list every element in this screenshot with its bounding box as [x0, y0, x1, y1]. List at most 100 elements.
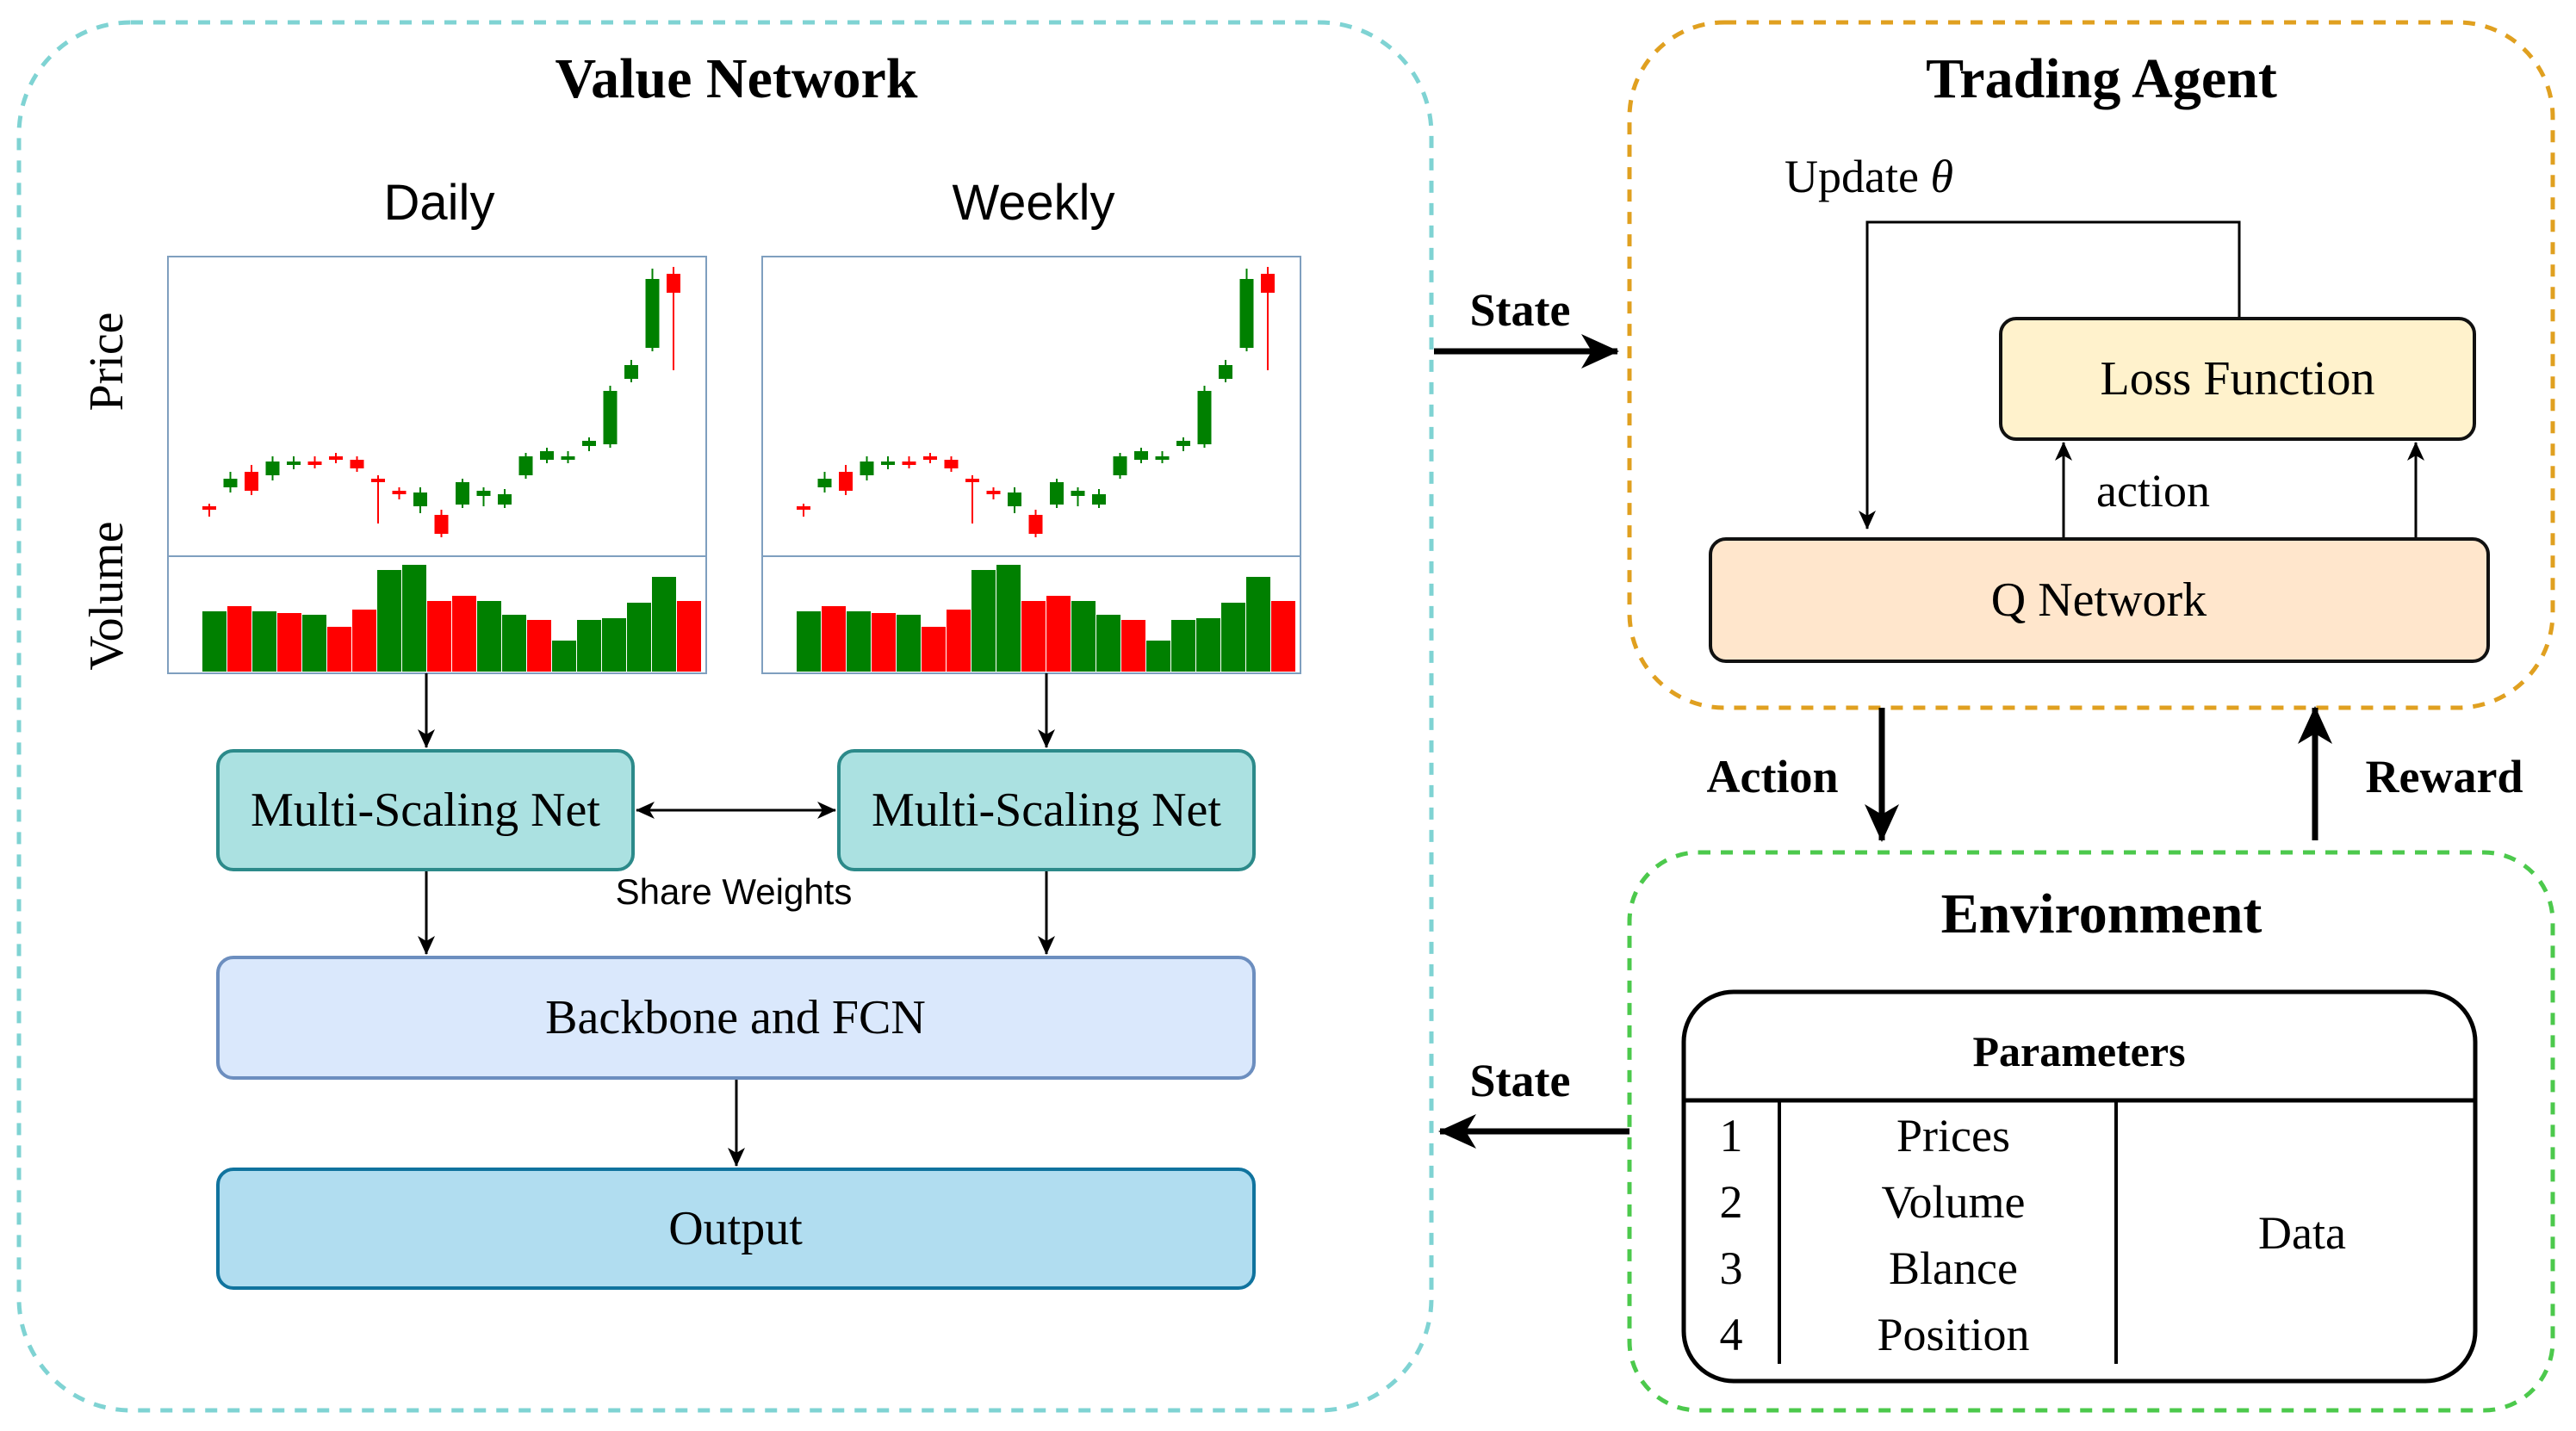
data-label: Data	[2258, 1207, 2346, 1259]
update-path-arrow	[1859, 220, 2241, 530]
reward-label: Reward	[2366, 751, 2523, 802]
daily-candlestick-chart	[167, 256, 707, 674]
weekly-candle-body	[881, 462, 895, 465]
weekly-volume-bar	[797, 611, 821, 672]
weekly-label: Weekly	[952, 175, 1114, 231]
param-row-2-name: Volume	[1881, 1176, 2025, 1228]
multi-scaling-net-right-label: Multi-Scaling Net	[872, 784, 1221, 837]
daily-volume-bar	[652, 577, 676, 672]
weekly-volume-bar	[847, 611, 871, 672]
parameters-table	[1681, 989, 2478, 1384]
weekly-candle-body	[1028, 515, 1043, 534]
daily-candle-body	[350, 460, 364, 468]
param-row-2-index: 2	[1720, 1176, 1743, 1228]
value-network-container	[16, 20, 1434, 1413]
loss-function-label: Loss Function	[2101, 352, 2375, 406]
weekly-volume-bar	[1021, 601, 1046, 672]
weekly-volume-bar	[1121, 620, 1145, 672]
daily-volume-bar	[527, 620, 551, 672]
share-weights-label: Share Weights	[616, 871, 853, 912]
param-row-4-name: Position	[1877, 1309, 2029, 1360]
daily-candle-body	[498, 494, 512, 505]
daily-candle-body	[329, 456, 343, 460]
weekly-volume-bar	[1246, 577, 1270, 672]
weekly-volume-bar	[1271, 601, 1295, 672]
weekly-candle-body	[1219, 365, 1232, 379]
weekly-volume-bar	[1071, 601, 1096, 672]
daily-candle-body	[561, 456, 575, 460]
daily-volume-bar	[602, 618, 626, 672]
daily-volume-bar	[202, 611, 227, 672]
multi-scaling-net-right	[837, 749, 1256, 871]
weekly-candle-body	[1092, 494, 1106, 505]
weekly-volume-bar	[822, 606, 846, 672]
daily-volume-bar	[627, 603, 651, 672]
weekly-volume-bar	[996, 565, 1021, 672]
value-network-title: Value Network	[555, 47, 917, 110]
output-label: Output	[668, 1202, 803, 1255]
weekly-candlestick-chart	[761, 256, 1301, 674]
daily-candle-body	[392, 491, 407, 494]
weekly-candle-body	[902, 462, 916, 465]
weekly-candle-body	[986, 491, 1001, 494]
weekly-candle-body	[923, 456, 937, 460]
weekly-volume-bar	[872, 613, 896, 672]
weekly-candle-body	[1050, 482, 1064, 505]
daily-volume-bar	[452, 596, 476, 672]
param-row-1-index: 1	[1720, 1110, 1743, 1162]
multi-scaling-net-left	[216, 749, 635, 871]
volume-axis-label: Volume	[80, 521, 133, 670]
trading-agent-title: Trading Agent	[1926, 47, 2277, 110]
daily-volume-bar	[377, 570, 401, 672]
weekly-volume-bar	[1096, 615, 1120, 672]
weekly-candle-body	[1239, 279, 1254, 348]
daily-candle-body	[307, 462, 322, 465]
daily-volume-bar	[477, 601, 501, 672]
update-theta-label: Update θ	[1785, 151, 1953, 202]
action-label: Action	[1707, 751, 1839, 802]
output-box	[216, 1168, 1256, 1290]
daily-candle-body	[476, 491, 491, 496]
daily-candle-body	[223, 479, 238, 487]
environment-container	[1627, 850, 2555, 1413]
daily-volume-bar	[327, 627, 351, 672]
weekly-volume-bar	[922, 627, 946, 672]
daily-candle-body	[202, 506, 216, 510]
multi-scaling-net-left-label: Multi-Scaling Net	[251, 784, 600, 837]
param-row-3-index: 3	[1720, 1242, 1743, 1294]
price-axis-label: Price	[80, 312, 133, 411]
weekly-candle-body	[944, 460, 959, 468]
weekly-volume-bar	[971, 570, 996, 672]
daily-volume-bar	[252, 611, 276, 672]
weekly-candle-body	[1113, 456, 1127, 475]
parameters-header: Parameters	[1972, 1027, 2185, 1075]
daily-candle-body	[371, 479, 385, 482]
param-row-4-index: 4	[1720, 1309, 1743, 1360]
daily-candle-body	[245, 472, 258, 491]
daily-candle-body	[645, 279, 660, 348]
weekly-candle-body	[817, 479, 832, 487]
daily-volume-bar	[427, 601, 451, 672]
daily-candle-body	[456, 482, 469, 505]
daily-volume-bar	[402, 565, 426, 672]
param-row-3-name: Blance	[1889, 1242, 2018, 1294]
weekly-candle-body	[965, 479, 979, 482]
weekly-volume-bar	[1171, 620, 1195, 672]
loss-function-box	[1999, 317, 2476, 441]
daily-candle-body	[624, 365, 638, 379]
backbone-box	[216, 956, 1256, 1080]
weekly-volume-bar	[1221, 603, 1245, 672]
trading-agent-container	[1627, 20, 2555, 710]
daily-candle-body	[413, 492, 427, 506]
daily-volume-bar	[227, 606, 251, 672]
daily-candle-body	[518, 456, 533, 475]
daily-candle-body	[265, 462, 280, 475]
daily-label: Daily	[384, 175, 495, 231]
weekly-candle-body	[860, 462, 874, 475]
daily-volume-bar	[277, 613, 301, 672]
daily-volume-bar	[552, 641, 576, 672]
daily-candle-body	[540, 451, 554, 460]
daily-volume-bar	[502, 615, 526, 672]
daily-volume-bar	[677, 601, 701, 672]
